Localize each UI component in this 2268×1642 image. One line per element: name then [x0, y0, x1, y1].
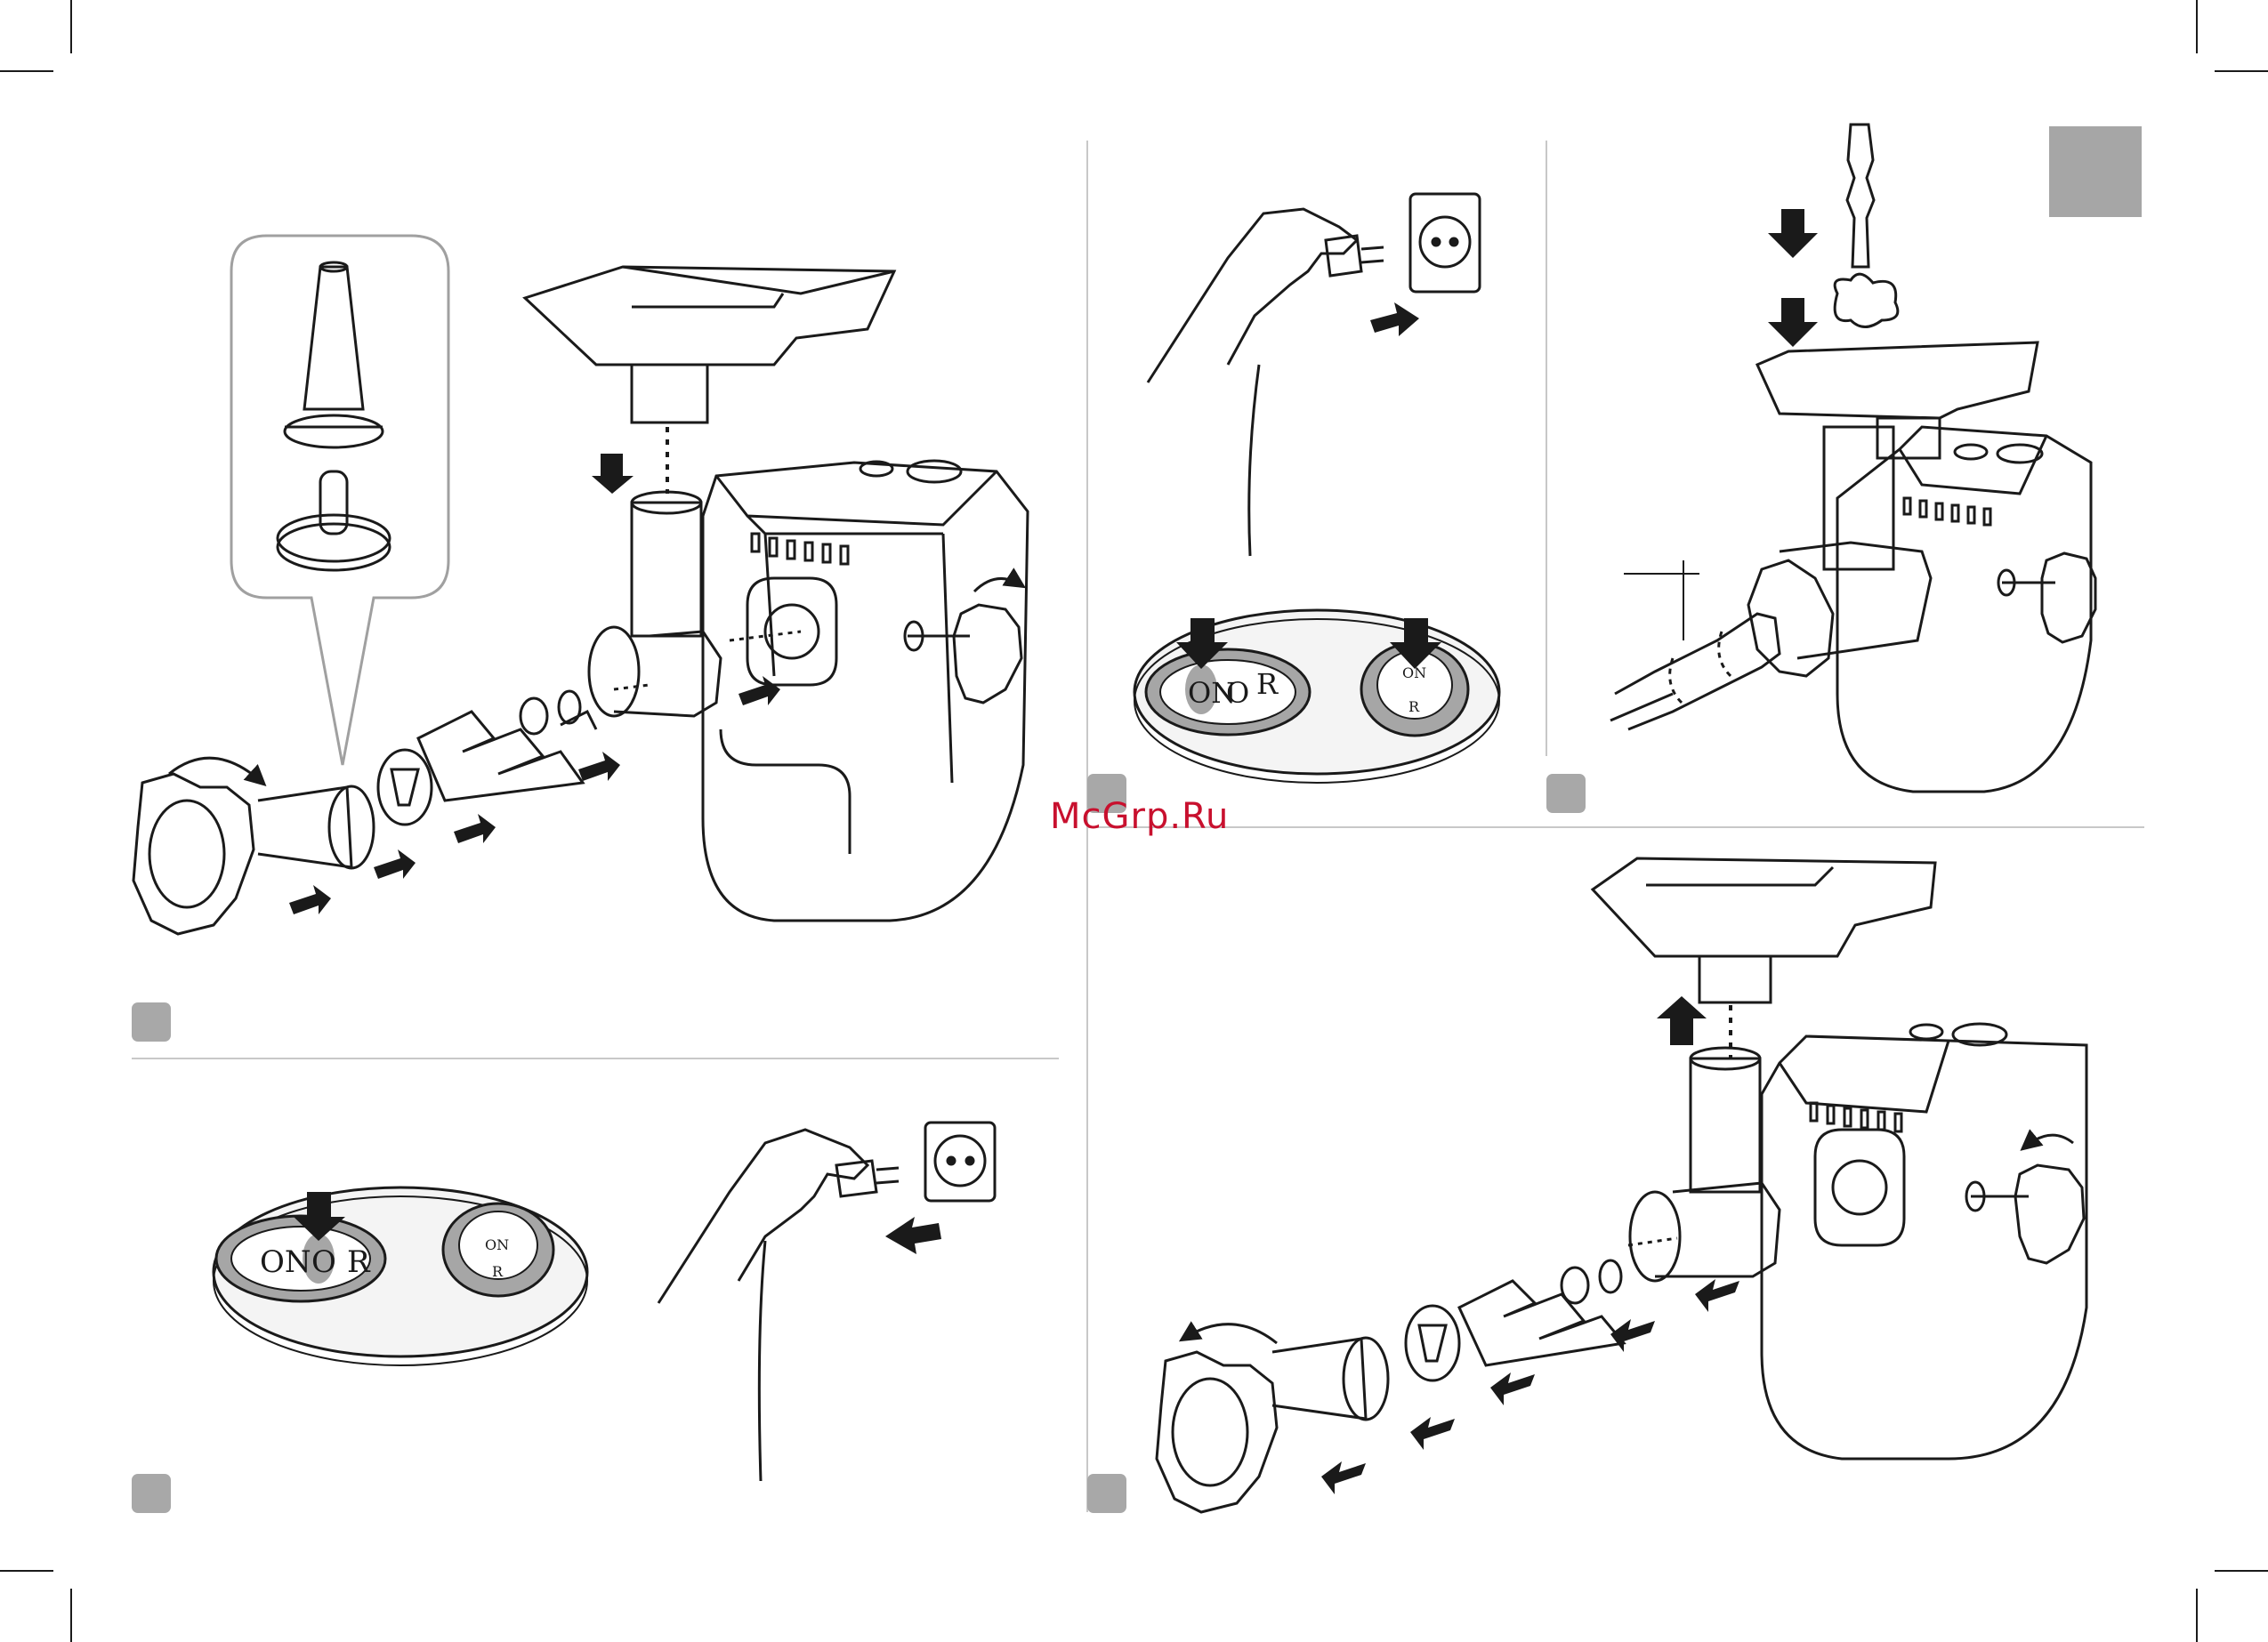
auger: [418, 691, 596, 801]
auger: [1459, 1260, 1624, 1365]
push-arrow-icons: [289, 454, 780, 914]
grinder-body: [1762, 1024, 2086, 1459]
sausage-tube: [258, 786, 374, 868]
button-label-reverse: R: [492, 1263, 504, 1280]
rocker-label-off: O: [311, 1244, 336, 1280]
power-cord: [1249, 365, 1259, 556]
grinder-body: [1837, 427, 2095, 792]
rocker-label-off: O: [1226, 676, 1249, 710]
ring-nut: [133, 774, 254, 934]
rotate-arrow-icon: [974, 578, 1021, 592]
rocker-label-reverse: R: [1256, 667, 1279, 701]
hand-icon: [1148, 209, 1357, 382]
sausage-spacer: [278, 524, 390, 570]
sausage-nozzle: [304, 267, 363, 409]
feed-tray: [1593, 858, 1935, 1002]
step-badges: [132, 774, 1586, 1513]
page-tab: [2049, 126, 2142, 217]
feed-tray: [1757, 342, 2038, 458]
plug-icon: [836, 1161, 876, 1196]
ring-nut: [1748, 560, 1833, 676]
step-badge-1: [132, 1002, 171, 1042]
button-label-on: ON: [485, 1236, 509, 1253]
push-arrow-icons: [1321, 1279, 1739, 1494]
step-badge-4: [1546, 774, 1586, 813]
rotate-arrow-icon: [2024, 1135, 2073, 1147]
push-arrow-icon: [1768, 209, 1818, 258]
ring-nut: [1157, 1352, 1277, 1512]
rotate-arrow-icon: [1183, 1324, 1277, 1343]
feed-tray: [525, 267, 894, 423]
panel-disassembly: [1157, 858, 2086, 1512]
grinder-head: [1628, 1048, 1780, 1281]
step-badge-5: [1087, 1474, 1126, 1513]
rocker-label-on: ON: [260, 1244, 311, 1280]
panel-assembly: [133, 236, 1028, 934]
power-cord: [759, 1241, 765, 1481]
step-badge-2: [132, 1474, 171, 1513]
sausage-tube: [1272, 1338, 1388, 1420]
watermark: McGrp.Ru: [1050, 796, 1229, 837]
cutting-disc: [378, 750, 432, 825]
reverse-knob: [2015, 1165, 2084, 1263]
button-label-reverse: R: [1408, 698, 1420, 715]
cutting-disc: [1406, 1306, 1459, 1380]
push-arrow-icon: [1768, 298, 1818, 347]
minced-meat: [1835, 274, 1898, 326]
panel-plug-in: ON O R ON R: [1134, 194, 1499, 783]
pusher: [1847, 125, 1874, 267]
reverse-knob: [954, 605, 1021, 703]
grinder-head: [1748, 427, 1931, 676]
push-arrow-icon: [885, 1217, 941, 1254]
panel-switch-plug: ON O R ON R: [214, 1123, 995, 1481]
rocker-label-reverse: R: [347, 1244, 371, 1280]
sausage-attachment-callout: [231, 236, 448, 765]
push-arrow-icon: [1370, 302, 1419, 336]
panel-sausage-filling: [1610, 125, 2095, 792]
reverse-knob: [2042, 553, 2095, 642]
